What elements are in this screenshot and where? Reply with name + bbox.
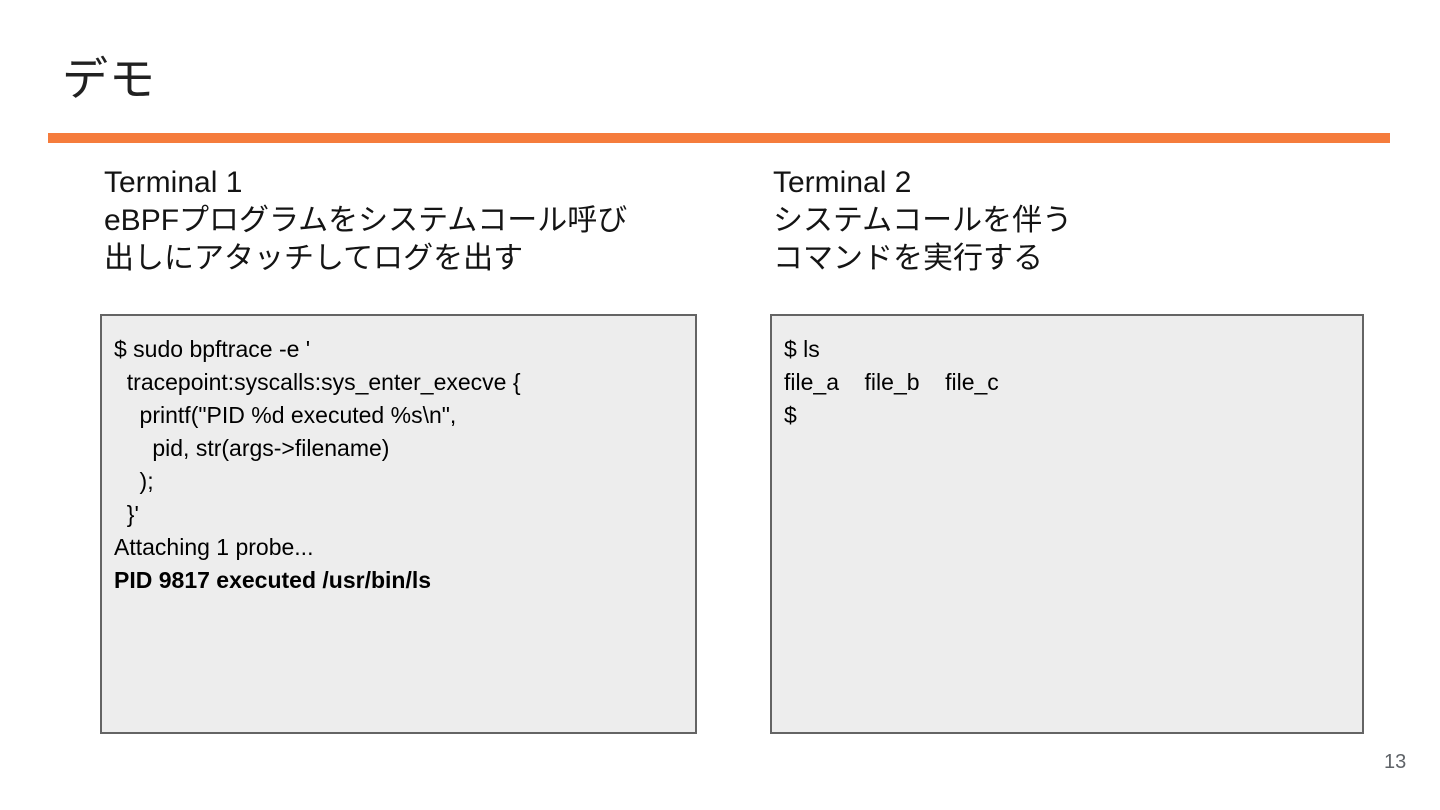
terminal-line: printf("PID %d executed %s\n", bbox=[114, 402, 457, 428]
terminal-line: PID 9817 executed /usr/bin/ls bbox=[114, 567, 432, 593]
page-number: 13 bbox=[1384, 751, 1407, 773]
terminal-line: $ sudo bpftrace -e ' bbox=[114, 336, 311, 362]
heading-line: コマンドを実行する bbox=[773, 242, 1043, 275]
terminal1-window: $ sudo bpftrace -e ' tracepoint:syscalls… bbox=[100, 314, 697, 734]
terminal2-window: $ ls file_a file_b file_c $ bbox=[770, 314, 1364, 734]
heading-line: Terminal 1 bbox=[104, 166, 243, 199]
heading-line: eBPFプログラムをシステムコール呼び bbox=[104, 204, 628, 237]
heading-line: システムコールを伴う bbox=[773, 204, 1073, 237]
title-divider bbox=[48, 133, 1390, 143]
terminal-line: $ ls bbox=[784, 336, 820, 362]
terminal-line: $ bbox=[784, 402, 797, 428]
terminal-line: tracepoint:syscalls:sys_enter_execve { bbox=[114, 369, 521, 395]
terminal-line: ); bbox=[114, 468, 154, 494]
slide-title: デモ bbox=[62, 53, 156, 105]
terminal-line: }' bbox=[114, 501, 139, 527]
terminal-line: file_a file_b file_c bbox=[784, 369, 999, 395]
terminal2-heading: Terminal 2 システムコールを伴うコマンドを実行する bbox=[773, 164, 1373, 278]
terminal-line: Attaching 1 probe... bbox=[114, 534, 314, 560]
terminal-line: pid, str(args->filename) bbox=[114, 435, 390, 461]
heading-line: Terminal 2 bbox=[773, 166, 912, 199]
heading-line: 出しにアタッチしてログを出す bbox=[104, 242, 524, 275]
terminal1-heading: Terminal 1 eBPFプログラムをシステムコール呼び出しにアタッチしてログ… bbox=[104, 164, 744, 278]
